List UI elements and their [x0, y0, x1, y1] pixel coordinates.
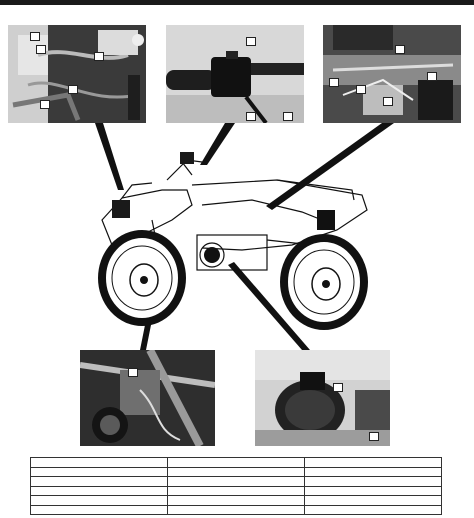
callout [329, 78, 339, 87]
table-cell [304, 504, 442, 515]
table-cell [30, 476, 168, 487]
reference-table [30, 457, 442, 515]
handlebar-switch-image [166, 25, 304, 123]
atv-illustration [98, 152, 368, 330]
front-wheel [98, 230, 186, 326]
callout [68, 85, 78, 94]
engine-right-image [323, 25, 461, 123]
callout [30, 32, 40, 41]
callout [283, 112, 293, 121]
callout [94, 52, 104, 61]
table-row [30, 466, 442, 477]
callout [40, 100, 50, 109]
callout [128, 368, 138, 377]
table-cell [304, 476, 442, 487]
callout [356, 85, 366, 94]
table-cell [304, 485, 442, 496]
table-cell [167, 495, 305, 506]
table-row [30, 457, 442, 468]
table-cell [30, 457, 168, 468]
table-cell [304, 457, 442, 468]
table-cell [304, 466, 442, 477]
rear-wheel [280, 234, 368, 330]
callout [246, 37, 256, 46]
callout [383, 97, 393, 106]
callout [333, 383, 343, 392]
table-cell [167, 466, 305, 477]
photo-handlebar-switch [166, 25, 304, 123]
table-row [30, 485, 442, 496]
callout [369, 432, 379, 441]
engine-left-image [8, 25, 146, 123]
table-row [30, 504, 442, 515]
header-rule [0, 0, 474, 5]
table-cell [30, 504, 168, 515]
photo-engine-right [323, 25, 461, 123]
magneto-cover-image [255, 350, 390, 446]
table-row [30, 476, 442, 487]
table-cell [30, 466, 168, 477]
table-cell [167, 504, 305, 515]
table-cell [167, 485, 305, 496]
callout [36, 45, 46, 54]
front-lower-image [80, 350, 215, 446]
table-row [30, 495, 442, 506]
table-cell [304, 495, 442, 506]
callout [395, 45, 405, 54]
table-cell [30, 485, 168, 496]
table-cell [30, 495, 168, 506]
table-cell [167, 476, 305, 487]
table-cell [167, 457, 305, 468]
callout [246, 112, 256, 121]
photo-engine-left [8, 25, 146, 123]
callout [427, 72, 437, 81]
photo-front-lower [80, 350, 215, 446]
photo-magneto-cover [255, 350, 390, 446]
